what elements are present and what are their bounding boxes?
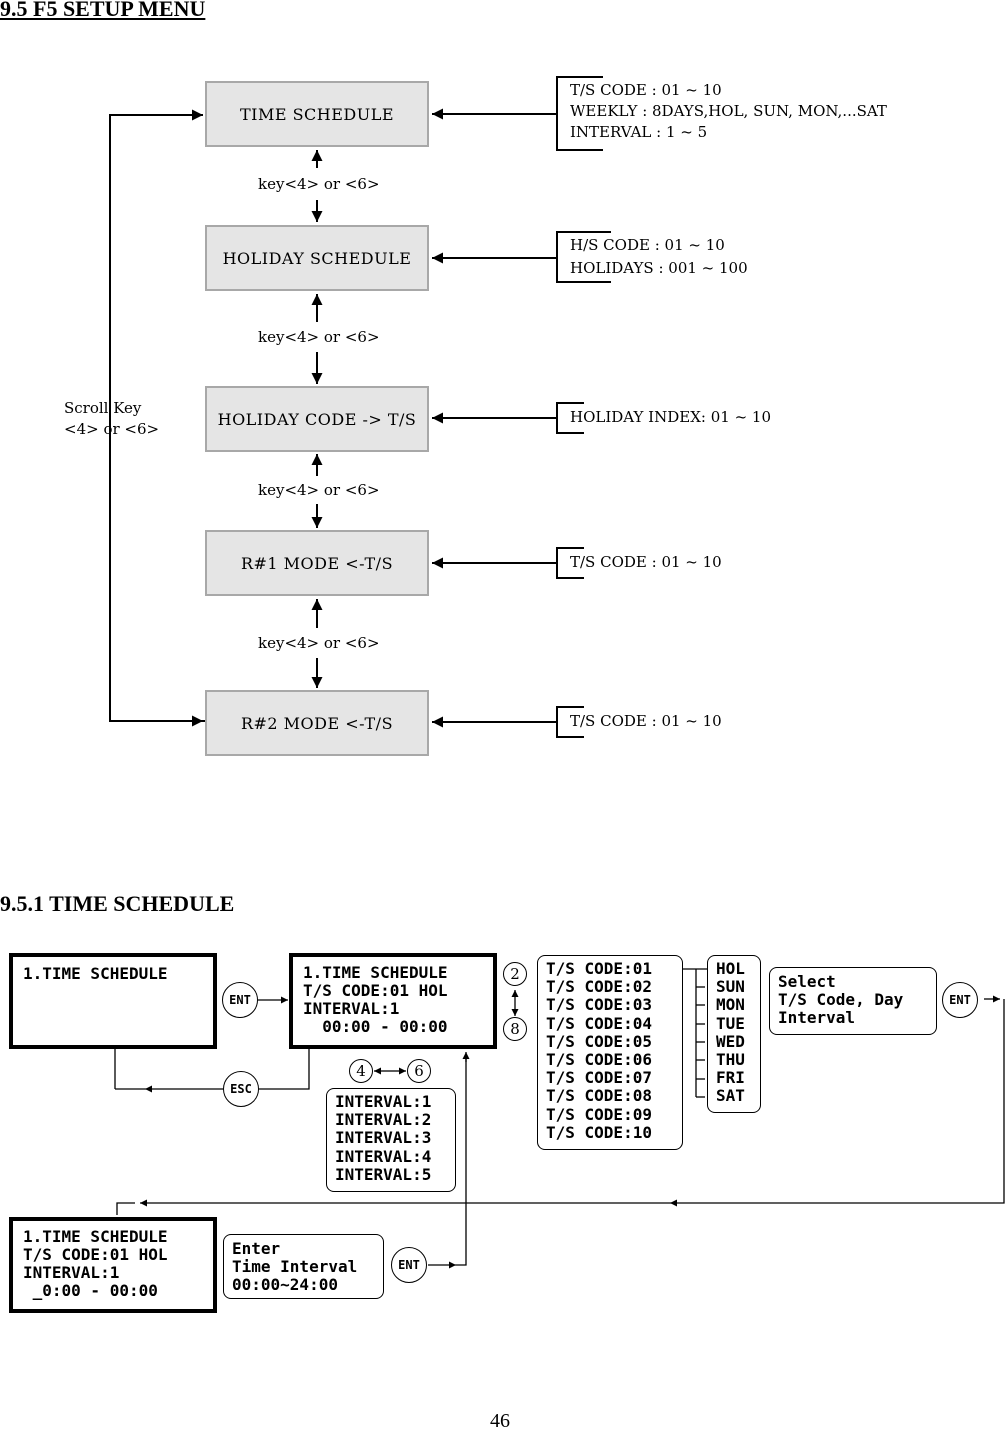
key-6-icon: 6 bbox=[407, 1059, 431, 1083]
params-holiday-code: HOLIDAY INDEX: 01 ~ 10 bbox=[570, 408, 771, 426]
lcd-screen-1: 1.TIME SCHEDULE bbox=[9, 953, 217, 1049]
menu-box-holiday-schedule: HOLIDAY SCHEDULE bbox=[205, 225, 429, 291]
params-holiday-schedule: H/S CODE : 01 ~ 10 HOLIDAYS : 001 ~ 100 bbox=[570, 236, 748, 277]
key-label: key<4> or <6> bbox=[258, 328, 380, 346]
key-2-icon: 2 bbox=[503, 962, 527, 986]
key-label: key<4> or <6> bbox=[258, 175, 380, 193]
params-r1-mode: T/S CODE : 01 ~ 10 bbox=[570, 553, 722, 571]
scroll-key-label: Scroll Key <4> or <6> bbox=[64, 399, 160, 438]
page-number: 46 bbox=[490, 1410, 510, 1432]
key-8-icon: 8 bbox=[503, 1017, 527, 1041]
esc-key-icon: ESC bbox=[223, 1071, 259, 1107]
ent-key-icon: ENT bbox=[942, 982, 978, 1018]
key-4-icon: 4 bbox=[349, 1059, 373, 1083]
params-time-schedule: T/S CODE : 01 ~ 10 WEEKLY : 8DAYS,HOL, S… bbox=[570, 81, 887, 141]
ent-key-icon: ENT bbox=[391, 1247, 427, 1283]
menu-box-holiday-code: HOLIDAY CODE -> T/S bbox=[205, 386, 429, 452]
params-r2-mode: T/S CODE : 01 ~ 10 bbox=[570, 712, 722, 730]
section-title: 9.5 F5 SETUP MENU bbox=[0, 0, 206, 21]
ent-key-icon: ENT bbox=[222, 982, 258, 1018]
menu-box-r1-mode: R#1 MODE <-T/S bbox=[205, 530, 429, 596]
key-label: key<4> or <6> bbox=[258, 634, 380, 652]
key-label: key<4> or <6> bbox=[258, 481, 380, 499]
menu-box-time-schedule: TIME SCHEDULE bbox=[205, 81, 429, 147]
menu-box-r2-mode: R#2 MODE <-T/S bbox=[205, 690, 429, 756]
subsection-title: 9.5.1 TIME SCHEDULE bbox=[0, 891, 235, 916]
